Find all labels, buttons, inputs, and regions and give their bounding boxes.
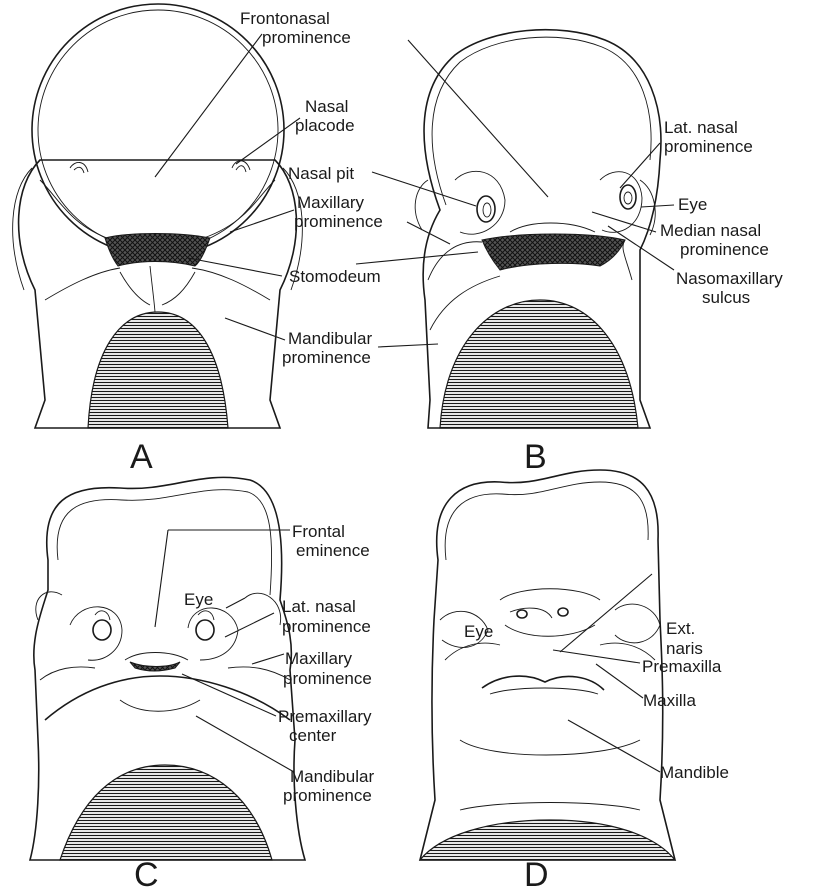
label-stomodeum: Stomodeum [289,267,381,286]
label-nasal-pit: Nasal pit [288,164,354,183]
leader-maxillary-b [407,222,450,244]
label-maxilla: Maxilla [643,691,696,710]
leader-ext-naris [560,574,652,652]
leader-maxillary-c [252,654,284,664]
panel-letter-c: C [134,856,159,891]
label-lat-nasal-c-2: prominence [282,617,371,636]
label-eye-b: Eye [678,195,707,214]
label-ext-naris-2: naris [666,639,703,658]
label-maxillary-a-1: Maxillary [297,193,365,212]
label-maxillary-c-2: prominence [283,669,372,688]
panel-a: Frontonasal prominence Nasal placode Max… [13,4,383,476]
leader-premaxillary [182,674,276,716]
panel-a-drawing [13,4,303,428]
label-median-nasal-1: Median nasal [660,221,761,240]
leader-mandibular-b [378,344,438,347]
label-mandibular-a-1: Mandibular [288,329,372,348]
label-ext-naris-1: Ext. [666,619,695,638]
leader-premaxilla [553,650,640,663]
label-eye-c: Eye [184,590,213,609]
leader-mandible [568,720,660,772]
panel-b: Lat. nasal prominence Nasal pit Eye Medi… [288,30,783,476]
panel-c: Frontal eminence Eye Lat. nasal prominen… [30,477,374,891]
panel-d: Eye Ext. naris Premaxilla Maxilla Mandib… [420,470,729,891]
leader-maxillary-a [230,210,294,232]
label-maxillary-a-2: prominence [294,212,383,231]
label-nasomaxillary-1: Nasomaxillary [676,269,783,288]
label-eye-d: Eye [464,622,493,641]
label-premaxillary-2: center [289,726,337,745]
label-maxillary-c-1: Maxillary [285,649,353,668]
leader-stomodeum [188,258,282,276]
label-frontonasal-1: Frontonasal [240,9,330,28]
leader-lat-nasal-c [225,613,274,637]
label-frontal-1: Frontal [292,522,345,541]
label-lat-nasal-c-1: Lat. nasal [282,597,356,616]
leader-frontonasal [155,34,262,177]
label-lat-nasal-2: prominence [664,137,753,156]
label-frontal-2: eminence [296,541,370,560]
panel-letter-b: B [524,438,547,476]
label-nasal-placode-1: Nasal [305,97,348,116]
leader-median-nasal [592,212,656,232]
label-premaxilla: Premaxilla [642,657,722,676]
label-mandibular-a-2: prominence [282,348,371,367]
leader-frontal-c [155,530,168,627]
leader-stomodeum-b [356,252,478,264]
leader-lat-nasal-b [620,143,660,188]
label-nasal-placode-2: placode [295,116,355,135]
label-median-nasal-2: prominence [680,240,769,259]
panel-letter-a: A [130,438,153,476]
leader-eye-b [641,205,674,207]
leader-eye-c [226,598,245,608]
panel-d-drawing [420,470,675,860]
leader-nasal-placode [236,118,300,164]
label-mandibular-c-2: prominence [283,786,372,805]
label-frontonasal-2: prominence [262,28,351,47]
leader-nasal-pit [372,172,476,206]
leader-maxilla [596,664,643,698]
label-mandible: Mandible [660,763,729,782]
label-nasomaxillary-2: sulcus [702,288,750,307]
label-lat-nasal-1: Lat. nasal [664,118,738,137]
label-premaxillary-1: Premaxillary [278,707,372,726]
label-mandibular-c-1: Mandibular [290,767,374,786]
panel-letter-d: D [524,856,549,891]
